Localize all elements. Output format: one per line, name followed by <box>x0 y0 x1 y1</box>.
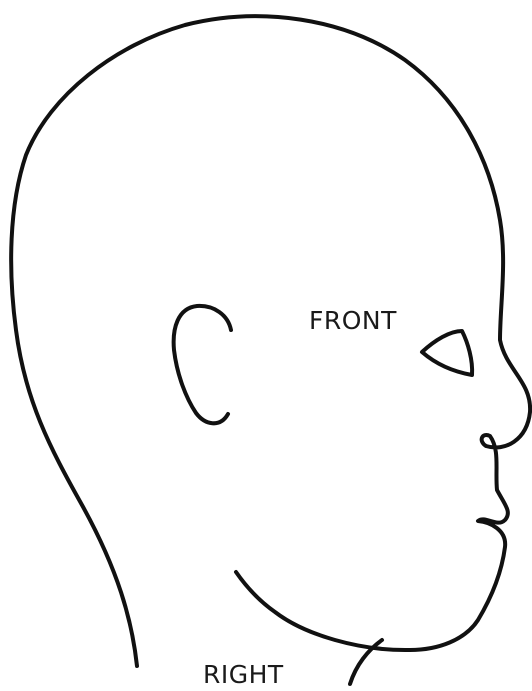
head-outline <box>11 16 530 666</box>
eye-outline <box>422 331 472 375</box>
front-label: FRONT <box>309 308 397 333</box>
ear-outline <box>174 306 231 423</box>
right-label: RIGHT <box>203 662 284 687</box>
